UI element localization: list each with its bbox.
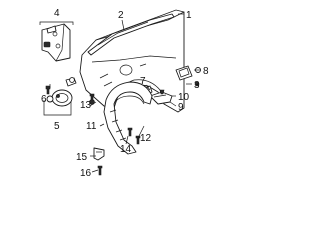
callout-7: 7 [140, 76, 146, 87]
screw-icon [127, 127, 133, 137]
retainer-bracket [93, 147, 105, 161]
liner-edge [113, 95, 145, 105]
callout-9: 9 [178, 102, 184, 113]
lamp-lens [178, 67, 190, 78]
callout-11: 11 [86, 121, 97, 132]
liner-ribs [109, 109, 127, 141]
callout-1: 1 [186, 10, 192, 21]
callout-10: 10 [178, 92, 190, 103]
quarter-panel-crease [91, 55, 177, 63]
callout-14: 14 [120, 144, 132, 155]
nut-icon [194, 81, 200, 87]
bracket-hole [52, 31, 58, 37]
moulding-highlight [97, 21, 149, 46]
bolt-icon [89, 93, 95, 101]
clip-bracket [149, 91, 173, 105]
callout-6: 6 [41, 94, 47, 105]
wheelhouse-liner [103, 81, 153, 155]
leader-line [125, 135, 129, 145]
bracket-assembly-group [39, 21, 74, 62]
bracket-plate-edge [55, 23, 65, 62]
leader-line [145, 84, 151, 91]
callout-12: 12 [140, 133, 152, 144]
callout-8: 8 [203, 66, 209, 77]
leader-line [91, 169, 99, 173]
fuel-door-group [43, 77, 77, 116]
fuel-door-group-leader [43, 100, 72, 116]
callout-16: 16 [80, 168, 92, 179]
clip-icon [43, 41, 51, 48]
screw-icon [97, 165, 103, 176]
callout-labels: 1 2 3 4 5 6 7 8 9 10 11 12 13 14 15 16 [41, 8, 209, 179]
parts-diagram: 1 2 3 4 5 6 7 8 9 10 11 12 13 14 15 16 [39, 8, 209, 179]
callout-4: 4 [54, 8, 60, 19]
grommet-icon [46, 95, 54, 103]
bracket-group-leader [39, 21, 74, 25]
fuel-door [51, 89, 73, 107]
callout-3: 3 [194, 80, 200, 91]
fuel-cap-bolt [69, 77, 75, 83]
bracket-hole [55, 43, 61, 49]
leader-line [99, 123, 105, 127]
screw-icon [45, 85, 51, 95]
callout-2: 2 [118, 10, 124, 21]
quarter-panel [79, 11, 185, 113]
fuel-door-inner [55, 93, 69, 103]
leader-lines [49, 13, 200, 173]
leader-line [137, 125, 145, 139]
side-marker-lamp [175, 65, 193, 81]
fuel-door-hinge-bolt [56, 94, 60, 98]
clip-bracket-detail [153, 94, 167, 98]
callout-15: 15 [76, 152, 88, 163]
leader-line [169, 101, 177, 107]
roof-moulding [87, 13, 175, 56]
panel-ribs [99, 63, 147, 87]
quarter-panel-group [79, 9, 185, 113]
leader-line [121, 19, 125, 31]
callout-13: 13 [80, 100, 92, 111]
bracket-tab [46, 25, 57, 34]
fuel-door-opening [119, 64, 133, 76]
leader-line [89, 101, 97, 107]
callout-5: 5 [54, 121, 60, 132]
push-pin-icon [159, 89, 165, 95]
